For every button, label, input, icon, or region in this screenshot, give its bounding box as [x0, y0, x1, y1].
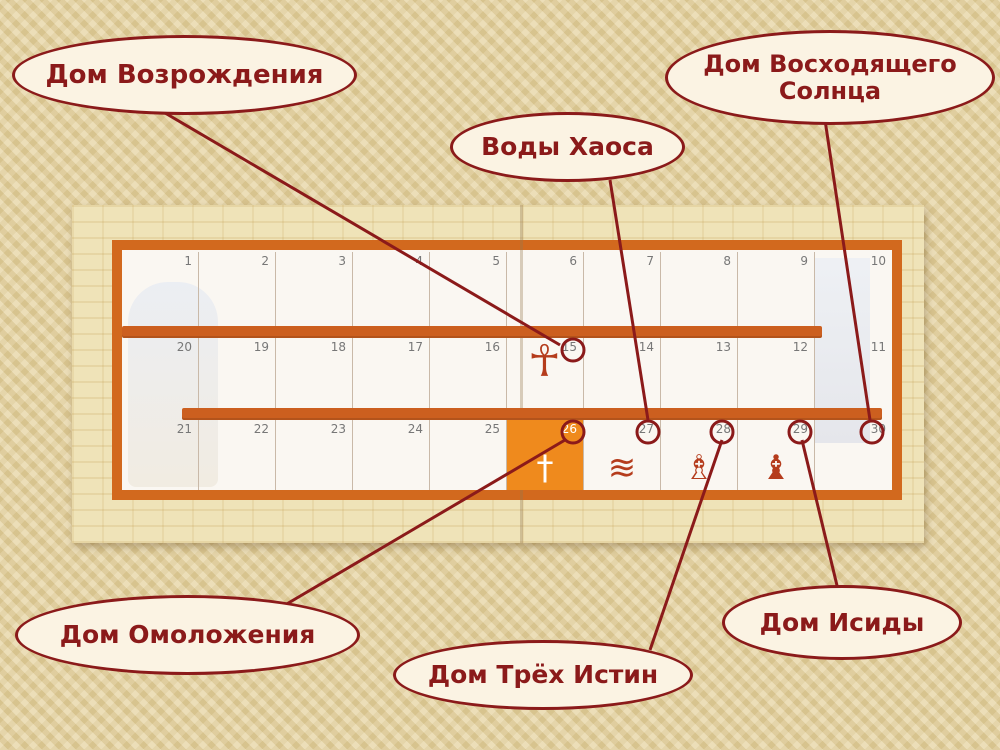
square-number: 28: [715, 422, 731, 436]
two-figures-icon: ♝: [760, 448, 792, 488]
square-1: 1: [122, 252, 199, 326]
square-27: 27≋: [584, 420, 661, 490]
callout-label: Дом Омоложения: [59, 620, 316, 650]
track-divider-2: [182, 408, 882, 420]
square-number: 4: [415, 254, 423, 268]
square-number: 14: [638, 340, 654, 354]
square-6: 6: [507, 252, 584, 326]
square-number: 25: [484, 422, 500, 436]
three-figures-icon: ♗: [683, 448, 715, 488]
square-18: 18: [276, 338, 353, 408]
square-number: 5: [492, 254, 500, 268]
square-9: 9: [738, 252, 815, 326]
square-number: 10: [870, 254, 886, 268]
callout-house-of-three-truths: Дом Трёх Истин: [393, 640, 693, 710]
square-number: 3: [338, 254, 346, 268]
square-number: 29: [792, 422, 808, 436]
nefer-icon: †: [536, 448, 554, 488]
square-number: 22: [253, 422, 269, 436]
square-number: 21: [176, 422, 192, 436]
square-number: 13: [715, 340, 731, 354]
square-13: 13: [661, 338, 738, 408]
square-number: 6: [569, 254, 577, 268]
callout-label: Дом Исиды: [759, 607, 925, 637]
callout-label: Дом Восходящего Солнца: [703, 50, 957, 105]
square-number: 27: [638, 422, 654, 436]
square-number: 17: [407, 340, 423, 354]
callout-label: Воды Хаоса: [481, 132, 654, 162]
square-7: 7: [584, 252, 661, 326]
square-24: 24: [353, 420, 430, 490]
square-19: 19: [199, 338, 276, 408]
square-16: 16: [430, 338, 507, 408]
square-number: 24: [407, 422, 423, 436]
square-14: 14: [584, 338, 661, 408]
square-5: 5: [430, 252, 507, 326]
square-4: 4: [353, 252, 430, 326]
square-number: 23: [330, 422, 346, 436]
square-17: 17: [353, 338, 430, 408]
ankh-icon: ☥: [528, 336, 561, 387]
square-25: 25: [430, 420, 507, 490]
callout-house-of-isis: Дом Исиды: [722, 585, 962, 660]
square-number: 16: [484, 340, 500, 354]
square-12: 12: [738, 338, 815, 408]
square-number: 15: [561, 340, 577, 354]
square-22: 22: [199, 420, 276, 490]
callout-house-of-rejuvenation: Дом Омоложения: [15, 595, 360, 675]
square-number: 8: [723, 254, 731, 268]
callout-house-of-rising-sun: Дом Восходящего Солнца: [665, 30, 995, 125]
callout-waters-of-chaos: Воды Хаоса: [450, 112, 685, 182]
callout-label: Дом Возрождения: [45, 59, 324, 90]
square-28: 28♗: [661, 420, 738, 490]
square-number: 9: [800, 254, 808, 268]
square-20: 20: [122, 338, 199, 408]
square-number: 2: [261, 254, 269, 268]
square-number: 26: [561, 422, 577, 436]
square-30: 30: [815, 420, 892, 490]
square-number: 11: [870, 340, 886, 354]
square-8: 8: [661, 252, 738, 326]
square-number: 1: [184, 254, 192, 268]
square-number: 19: [253, 340, 269, 354]
square-number: 30: [870, 422, 886, 436]
square-21: 21: [122, 420, 199, 490]
square-number: 7: [646, 254, 654, 268]
callout-house-of-rebirth: Дом Возрождения: [12, 35, 357, 115]
square-23: 23: [276, 420, 353, 490]
square-10: 10: [815, 252, 892, 326]
square-11: 11: [815, 338, 892, 408]
square-29: 29♝: [738, 420, 815, 490]
square-number: 20: [176, 340, 192, 354]
square-2: 2: [199, 252, 276, 326]
board-seam: [520, 205, 523, 543]
square-number: 18: [330, 340, 346, 354]
square-number: 12: [792, 340, 808, 354]
square-26: 26 †: [507, 420, 584, 490]
square-3: 3: [276, 252, 353, 326]
water-icon: ≋: [607, 448, 637, 488]
track-divider-1: [122, 326, 822, 338]
callout-label: Дом Трёх Истин: [427, 660, 659, 690]
